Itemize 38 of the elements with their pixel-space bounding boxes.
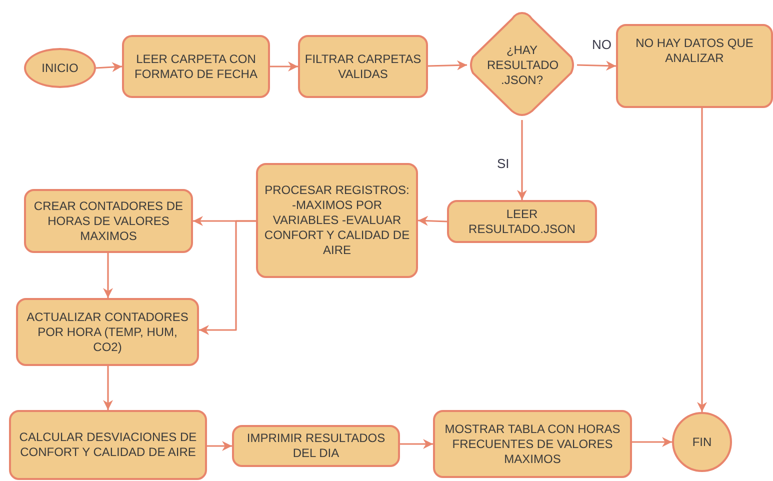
process-box	[24, 189, 193, 253]
node-text: LEER RESULTADO.JSON	[468, 206, 576, 236]
process-box	[298, 35, 428, 98]
node-text: LEER CARPETA CON FORMATO DE FECHA	[134, 52, 258, 82]
node-text: MOSTRAR TABLA CON HORAS FRECUENTES DE VALORES MAXIMOS	[444, 422, 622, 466]
node-text: PROCESAR REGISTROS: -MAXIMOS POR VARIABLES -EVALUAR CONFORT Y CALIDAD DE AIRE	[263, 183, 411, 258]
arrow	[103, 253, 113, 298]
edge-label: NO	[591, 37, 612, 52]
node-text: CREAR CONTADORES DE HORAS DE VALORES MAXIMOS	[32, 198, 184, 244]
arrow	[418, 216, 448, 226]
node-text: ACTUALIZAR CONTADORES POR HORA (TEMP, HUM, CO2)	[26, 310, 190, 354]
node-text: CALCULAR DESVIACIONES DE CONFORT Y CALIDAD DE AIRE	[18, 430, 198, 460]
edge-label: SI	[496, 156, 510, 171]
node-text: INICIO	[42, 60, 78, 76]
process-box	[433, 410, 632, 478]
process-box	[232, 425, 400, 467]
arrow	[207, 441, 232, 451]
arrow	[697, 108, 707, 412]
arrow	[103, 366, 113, 410]
node-text: FILTRAR CARPETAS VALIDAS	[304, 52, 422, 82]
process-box	[447, 200, 597, 243]
arrow	[400, 439, 433, 449]
process-box	[616, 24, 773, 108]
arrow	[96, 62, 122, 72]
node-text: ¿HAY RESULTADO .JSON?	[487, 42, 557, 88]
arrow	[199, 220, 256, 335]
node-text: FIN	[692, 434, 712, 450]
arrow	[428, 60, 468, 70]
process-box	[9, 410, 207, 480]
process-box	[256, 163, 418, 278]
process-box	[122, 35, 270, 98]
node-text: IMPRIMIR RESULTADOS DEL DIA	[246, 431, 386, 461]
arrow	[576, 60, 616, 71]
arrow	[632, 437, 672, 447]
arrow	[270, 62, 298, 72]
process-box	[16, 298, 199, 366]
node-text: NO HAY DATOS QUE ANALIZAR	[634, 36, 754, 66]
arrow	[517, 120, 527, 200]
